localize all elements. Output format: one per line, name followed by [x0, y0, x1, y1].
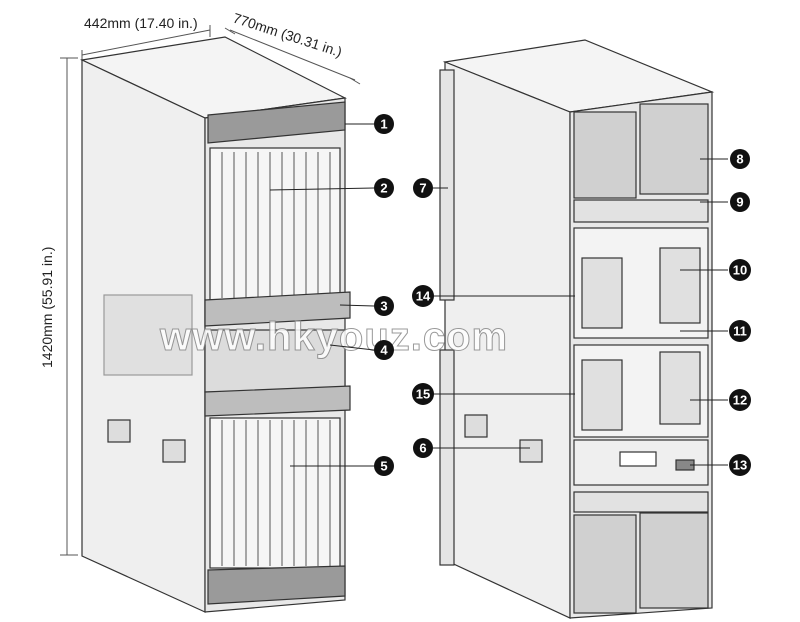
bottom-air-filter	[207, 565, 346, 605]
side-handle	[107, 419, 131, 443]
svg-text:11: 11	[733, 324, 747, 339]
side-vent	[103, 294, 193, 376]
callout-8: 8	[730, 149, 750, 169]
lower-card-frame	[209, 417, 341, 569]
fan-handle-row	[573, 199, 709, 223]
lower-fan-left	[573, 514, 637, 614]
upper-fiber-tray	[204, 291, 351, 327]
lower-fan-right	[639, 512, 709, 609]
lower-fiber-tray	[204, 385, 351, 417]
height-dimension-label: 1420mm (55.91 in.)	[39, 247, 55, 368]
callout-15: 15	[412, 383, 434, 405]
svg-text:6: 6	[419, 441, 426, 456]
svg-text:13: 13	[733, 458, 747, 473]
rear-cabinet	[439, 39, 715, 619]
callout-14: 14	[412, 285, 434, 307]
svg-text:9: 9	[736, 195, 743, 210]
callout-1: 1	[374, 114, 394, 134]
svg-text:3: 3	[380, 299, 387, 314]
svg-text:7: 7	[419, 181, 426, 196]
callout-9: 9	[730, 192, 750, 212]
svg-text:8: 8	[736, 152, 743, 167]
callout-6: 6	[413, 438, 433, 458]
svg-text:15: 15	[416, 387, 430, 402]
callout-7: 7	[413, 178, 433, 198]
side-handle	[162, 439, 186, 463]
svg-text:4: 4	[380, 343, 388, 358]
svg-text:2: 2	[380, 181, 387, 196]
mounting-rail	[439, 69, 455, 301]
svg-text:5: 5	[380, 459, 387, 474]
front-cabinet	[79, 36, 351, 613]
panel-handle	[619, 451, 657, 467]
width-dimension-label: 442mm (17.40 in.)	[84, 15, 198, 31]
callout-10: 10	[729, 259, 751, 281]
leader-lines	[269, 123, 728, 467]
callout-13: 13	[729, 454, 751, 476]
upper-fan-left	[573, 111, 637, 199]
svg-text:1: 1	[380, 117, 387, 132]
side-handle	[464, 414, 488, 438]
svg-text:10: 10	[733, 263, 747, 278]
callout-2: 2	[374, 178, 394, 198]
callout-11: 11	[729, 320, 751, 342]
side-handle	[519, 439, 543, 463]
top-air-filter	[207, 101, 346, 144]
callout-4: 4	[374, 340, 394, 360]
mounting-rail	[439, 349, 455, 566]
upper-fan-right	[639, 103, 709, 195]
upper-card-frame	[209, 147, 341, 301]
dimension-lines	[60, 25, 361, 556]
svg-text:12: 12	[733, 393, 747, 408]
svg-text:14: 14	[416, 289, 431, 304]
callout-12: 12	[729, 389, 751, 411]
callout-5: 5	[374, 456, 394, 476]
middle-air-duct	[204, 329, 346, 393]
watermark-text: www.hkyouz.com	[159, 315, 508, 359]
lower-fan-row	[573, 491, 709, 513]
callout-3: 3	[374, 296, 394, 316]
